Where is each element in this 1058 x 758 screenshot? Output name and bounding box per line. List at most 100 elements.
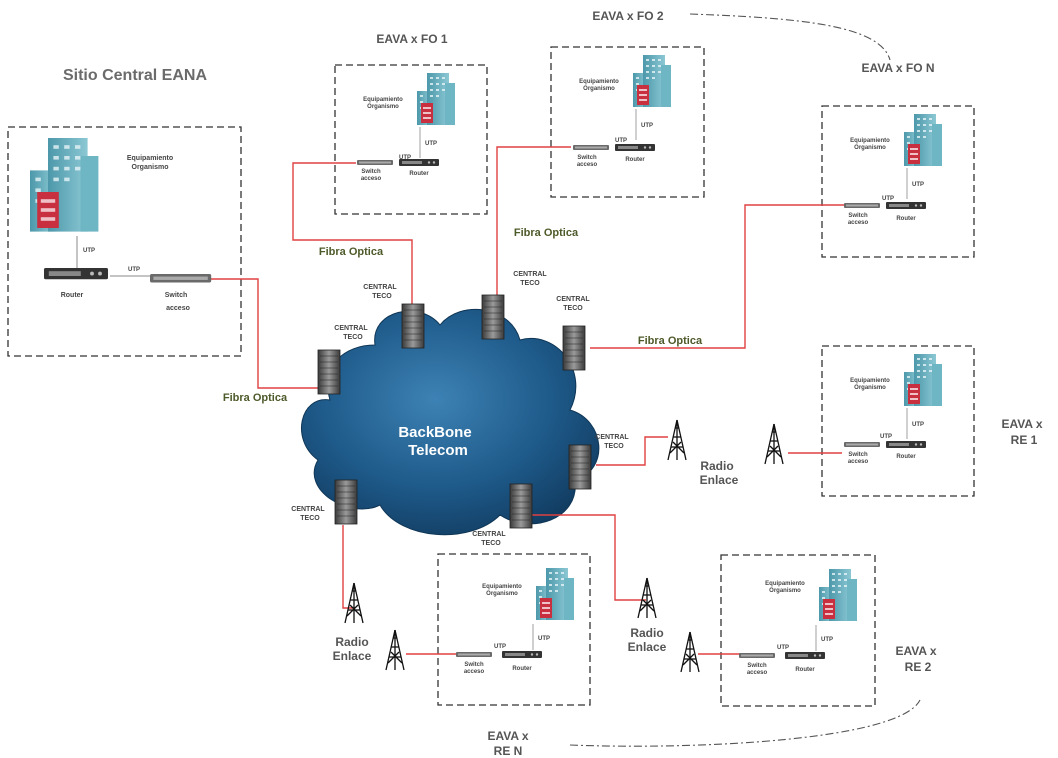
svg-text:TECO: TECO (481, 540, 501, 547)
svg-text:RE 2: RE 2 (905, 660, 932, 674)
fibra-label-fon: Fibra Optica (638, 335, 703, 347)
svg-text:TECO: TECO (563, 305, 583, 312)
svg-text:RE N: RE N (494, 744, 523, 758)
re1-site-box (821, 345, 975, 497)
svg-text:acceso: acceso (848, 459, 869, 465)
links (211, 146, 846, 655)
svg-text:CENTRAL: CENTRAL (334, 325, 368, 332)
svg-text:EAVA x: EAVA x (895, 644, 936, 658)
building-icon (417, 73, 455, 125)
svg-text:Enlace: Enlace (333, 649, 372, 663)
svg-text:Equipamiento: Equipamiento (850, 378, 890, 384)
cloud-label-1: BackBone (398, 424, 471, 441)
router-icon (44, 268, 108, 280)
switch-icon (844, 203, 880, 208)
central-teco-fo1: CENTRAL TECO (363, 284, 425, 349)
central-site-box (7, 126, 242, 357)
svg-text:Router: Router (896, 454, 916, 460)
svg-text:UTP: UTP (777, 645, 789, 651)
svg-text:Organismo: Organismo (486, 591, 518, 597)
svg-text:UTP: UTP (494, 644, 506, 650)
central-site: Equipamiento Organismo UTP Router UTP Sw… (30, 138, 212, 312)
re2-site: Equipamiento Organismo UTP UTP Switch ac… (739, 569, 857, 676)
svg-text:Organismo: Organismo (132, 164, 169, 171)
radio-tower-ren-site (385, 629, 405, 671)
radio-tower-re2-teco (637, 577, 657, 619)
svg-text:CENTRAL: CENTRAL (363, 284, 397, 291)
svg-text:Radio: Radio (630, 626, 663, 640)
svg-text:acceso: acceso (166, 305, 190, 312)
svg-text:Radio: Radio (700, 459, 733, 473)
svg-text:TECO: TECO (604, 443, 624, 450)
building-icon (904, 114, 942, 166)
svg-text:Router: Router (896, 216, 916, 222)
fo2-site-box (550, 46, 705, 198)
svg-text:UTP: UTP (821, 637, 833, 643)
svg-text:UTP: UTP (128, 267, 140, 273)
svg-text:Router: Router (409, 171, 429, 177)
svg-text:EAVA x: EAVA x (1001, 417, 1042, 431)
fibra-label-fo2: Fibra Optica (514, 227, 579, 239)
svg-text:Equipamiento: Equipamiento (765, 581, 805, 587)
fo1-site: Equipamiento Organismo UTP UTP Switch ac… (357, 73, 455, 182)
svg-text:Organismo: Organismo (854, 385, 886, 391)
radio-label-ren: Radio Enlace (333, 635, 372, 663)
router-icon (615, 144, 655, 151)
svg-text:UTP: UTP (399, 155, 411, 161)
switch-icon (456, 652, 492, 657)
svg-text:UTP: UTP (641, 123, 653, 129)
svg-text:Enlace: Enlace (628, 640, 667, 654)
svg-text:TECO: TECO (343, 334, 363, 341)
re1-title: EAVA x RE 1 (1001, 417, 1042, 447)
svg-text:UTP: UTP (880, 434, 892, 440)
central-teco-re1: CENTRAL TECO (568, 434, 629, 490)
router-icon (886, 202, 926, 209)
svg-text:EAVA x: EAVA x (487, 729, 528, 743)
svg-text:Equipamiento: Equipamiento (127, 155, 173, 162)
ren-title: EAVA x RE N (487, 729, 528, 758)
svg-text:UTP: UTP (615, 138, 627, 144)
fo-series-connector (689, 13, 891, 61)
svg-text:UTP: UTP (425, 141, 437, 147)
re1-site: Equipamiento Organismo UTP UTP Switch ac… (844, 354, 942, 465)
fibra-label-central: Fibra Optica (223, 392, 288, 404)
svg-text:UTP: UTP (912, 182, 924, 188)
svg-text:Switch: Switch (848, 452, 868, 458)
svg-text:Switch: Switch (747, 663, 767, 669)
svg-text:acceso: acceso (361, 176, 382, 182)
router-icon (886, 441, 926, 448)
building-icon (633, 55, 671, 107)
fo2-title: EAVA x FO 2 (592, 9, 663, 23)
svg-text:Switch: Switch (577, 155, 597, 161)
router-icon (502, 651, 542, 658)
cloud-label-2: Telecom (408, 442, 468, 459)
svg-text:Organismo: Organismo (769, 588, 801, 594)
central-site-title: Sitio Central EANA (63, 67, 207, 84)
building-icon (30, 138, 99, 232)
central-teco-ren: CENTRAL TECO (291, 479, 358, 525)
building-icon (819, 569, 857, 621)
building-icon (904, 354, 942, 406)
svg-text:TECO: TECO (300, 515, 320, 522)
radio-tower-re2-site (680, 631, 700, 673)
svg-text:Organismo: Organismo (367, 104, 399, 110)
fo1-site-box (334, 64, 488, 215)
radio-tower-ren-teco (344, 582, 364, 624)
svg-text:CENTRAL: CENTRAL (595, 434, 629, 441)
svg-text:Router: Router (795, 667, 815, 673)
svg-text:Router: Router (512, 666, 532, 672)
svg-text:Switch: Switch (361, 169, 381, 175)
radio-label-re1: Radio Enlace (700, 459, 739, 487)
svg-text:acceso: acceso (747, 670, 768, 676)
ren-site: Equipamiento Organismo UTP UTP Switch ac… (456, 568, 574, 675)
svg-text:Organismo: Organismo (583, 86, 615, 92)
fibra-label-fo1: Fibra Optica (319, 246, 384, 258)
central-teco-left: CENTRAL TECO (317, 325, 368, 395)
svg-text:UTP: UTP (912, 422, 924, 428)
svg-text:Switch: Switch (165, 292, 188, 299)
central-teco-fon: CENTRAL TECO (556, 296, 590, 371)
svg-text:TECO: TECO (372, 293, 392, 300)
fon-site: Equipamiento Organismo UTP UTP Switch ac… (844, 114, 942, 226)
fon-title: EAVA x FO N (861, 61, 934, 75)
